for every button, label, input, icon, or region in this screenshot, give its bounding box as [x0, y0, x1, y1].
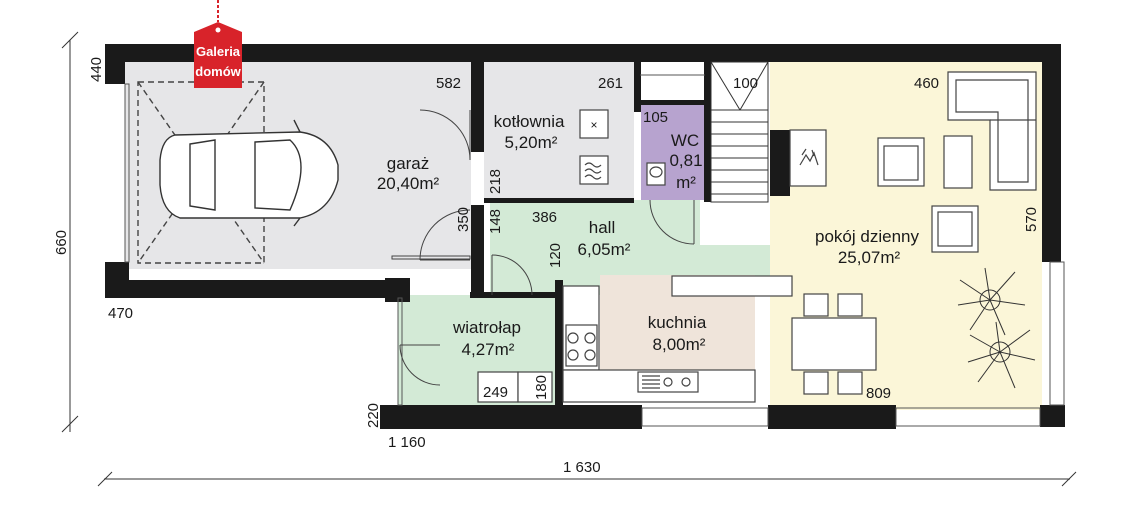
wc-name: WC	[671, 131, 699, 150]
dim-218: 218	[487, 169, 504, 194]
walls	[105, 44, 1065, 429]
stairs	[710, 61, 769, 203]
boiler-name: kotłownia	[494, 112, 565, 131]
dim-582: 582	[436, 75, 461, 92]
vestibule-name: wiatrołap	[452, 318, 521, 337]
dim-570: 570	[1023, 207, 1040, 232]
wc-fixtures	[646, 162, 666, 186]
plant-icon	[957, 267, 1036, 389]
living-name: pokój dzienny	[815, 227, 919, 246]
dim-460: 460	[914, 75, 939, 92]
kitchen-area: 8,00m²	[653, 335, 706, 354]
logo-line2: domów	[195, 64, 241, 79]
wc-area-a: 0,81	[669, 151, 702, 170]
hall-floor	[490, 200, 700, 252]
fireplace-icon	[789, 129, 827, 187]
dim-440: 440	[88, 57, 105, 82]
dim-470: 470	[108, 305, 133, 322]
window-lines	[124, 74, 1065, 427]
dim-809: 809	[866, 385, 891, 402]
dim-105: 105	[643, 109, 668, 126]
wc-area-b: m²	[676, 173, 696, 192]
car-icon	[137, 81, 339, 264]
dim-180: 180	[533, 375, 550, 400]
garage-name: garaż	[387, 154, 430, 173]
kitchen-name: kuchnia	[648, 313, 707, 332]
kitchen-counters	[477, 285, 756, 403]
living-area: 25,07m²	[838, 248, 901, 267]
hall-name: hall	[589, 218, 615, 237]
logo-line1: Galeria	[196, 44, 241, 59]
galeria-domow-logo: Galeria domów	[194, 0, 242, 88]
door-swings	[391, 109, 695, 386]
dimension-lines	[61, 31, 1077, 487]
dim-220: 220	[365, 403, 382, 428]
dim-350: 350	[455, 207, 472, 232]
dim-249: 249	[483, 384, 508, 401]
boiler-floor	[484, 62, 634, 200]
boiler-area: 5,20m²	[505, 133, 558, 152]
dim-660: 660	[53, 230, 70, 255]
dim-148: 148	[487, 209, 504, 234]
dim-100: 100	[733, 75, 758, 92]
dim-1160: 1 160	[388, 434, 426, 451]
garage-area: 20,40m²	[377, 174, 440, 193]
svg-text:×: ×	[590, 118, 597, 132]
hall-area: 6,05m²	[578, 240, 631, 259]
boiler-icons: ×	[579, 109, 609, 185]
dim-1630: 1 630	[563, 459, 601, 476]
dim-386: 386	[532, 209, 557, 226]
dim-261: 261	[598, 75, 623, 92]
living-furniture	[671, 71, 1037, 395]
dim-120: 120	[547, 243, 564, 268]
vestibule-area: 4,27m²	[462, 340, 515, 359]
